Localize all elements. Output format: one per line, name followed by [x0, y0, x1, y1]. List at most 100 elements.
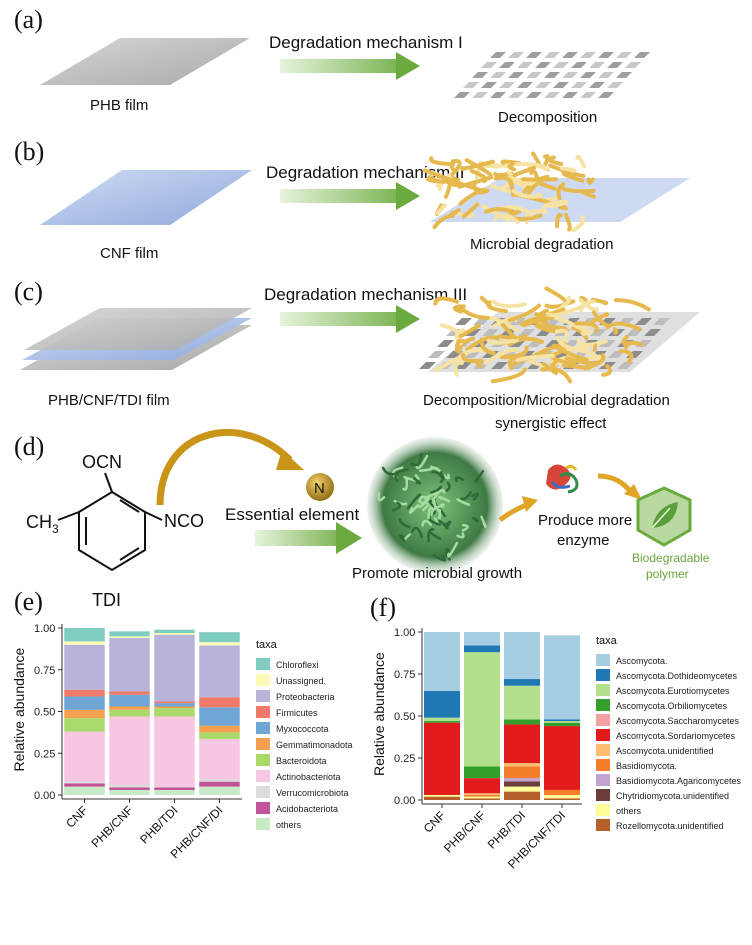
microbial-fiber [484, 207, 516, 214]
film-fragment [535, 62, 551, 68]
microbial-fiber [461, 202, 480, 219]
film-fragment [508, 52, 524, 58]
panel-a-label: (a) [14, 5, 43, 34]
enzyme-caption-line2: enzyme [557, 532, 610, 549]
film-fragment [616, 72, 632, 78]
film-fragment [472, 92, 488, 98]
bar-segment [544, 789, 580, 795]
legend-swatch [596, 714, 610, 726]
microbial-fiber [547, 155, 564, 167]
bar-segment [64, 781, 105, 784]
film-fragment [589, 62, 605, 68]
bar-segment [109, 789, 150, 795]
microbial-fiber [511, 188, 543, 199]
film-fragment [625, 62, 641, 68]
bar-segment [199, 781, 240, 787]
microbial-fiber [496, 333, 528, 340]
microbial-fiber [479, 337, 496, 356]
film-fragment [617, 362, 634, 369]
legend-label: Myxococcota [276, 724, 329, 734]
microbial-fiber [433, 296, 460, 306]
film-fragment [482, 329, 499, 336]
legend-label: Firmicutes [276, 708, 318, 718]
x-tick-label: PHB/CNF [441, 808, 488, 855]
chart-f: Relative abundance0.000.250.500.751.00CN… [371, 627, 742, 871]
bar-segment [109, 716, 150, 785]
growth-caption: Promote microbial growth [352, 565, 522, 582]
pcf-film-caption: PHB/CNF/TDI film [48, 392, 170, 409]
film-fragment [589, 82, 605, 88]
microbial-fiber [587, 312, 610, 326]
cnf-film-caption: CNF film [100, 245, 158, 262]
legend-label: Bacteroidota [276, 756, 327, 766]
bar-segment [109, 694, 150, 707]
microbe-strand [394, 468, 409, 483]
microbe-strand [454, 476, 465, 483]
film-fragment [616, 52, 632, 58]
film-fragment [526, 92, 542, 98]
legend-swatch [596, 654, 610, 666]
film-fragment [598, 72, 614, 78]
panel-f: (f) Relative abundance0.000.250.500.751.… [370, 593, 742, 871]
bar-segment [464, 652, 500, 767]
film-fragment [419, 362, 436, 369]
film-fragment [437, 340, 454, 347]
nitrogen-label: N [314, 480, 325, 497]
panel-e: (e) Relative abundance0.000.250.500.751.… [11, 587, 353, 861]
bar-segment [64, 689, 105, 697]
bar-segment [64, 641, 105, 645]
bar-segment [424, 632, 460, 691]
film-fragment [455, 362, 472, 369]
bar-segment [504, 679, 540, 686]
microbe-strand [432, 554, 447, 562]
bar-segment [464, 798, 500, 800]
bar-segment [504, 791, 540, 800]
microbial-fiber [571, 325, 589, 341]
microbial-fiber [454, 338, 468, 353]
bar-segment [154, 716, 195, 787]
arrow-b [280, 189, 418, 203]
legend-label: Ascomycota.unidentified [616, 746, 714, 756]
microbial-fiber [590, 297, 609, 306]
microbial-fiber [613, 298, 651, 312]
film-fragment [526, 72, 542, 78]
y-tick-label: 0.00 [394, 795, 415, 807]
bar-segment [154, 786, 195, 788]
film-fragment [580, 92, 596, 98]
film-fragment [463, 82, 479, 88]
microbial-fiber [486, 300, 509, 314]
legend-swatch [256, 786, 270, 798]
microbial-fiber [500, 345, 529, 360]
microbe-strand [428, 512, 442, 526]
bar-segment [464, 778, 500, 794]
legend-label: Proteobacteria [276, 692, 335, 702]
legend-label: Ascomycota.Orbiliomycetes [616, 701, 728, 711]
phb-film-shape [40, 38, 250, 85]
bar-segment [199, 645, 240, 698]
microbe-strand [480, 515, 487, 529]
film-fragment [553, 62, 569, 68]
cnf-film-shape [40, 170, 252, 225]
film-fragment [509, 318, 526, 325]
legend-swatch [596, 804, 610, 816]
bar-segment [199, 642, 240, 646]
bar-segment [504, 719, 540, 725]
microbial-fiber [612, 327, 619, 335]
bar-segment [199, 779, 240, 782]
bar-segment [464, 632, 500, 646]
film-fragment [490, 72, 506, 78]
microbial-fiber [489, 316, 519, 333]
y-tick-label: 1.00 [34, 623, 55, 635]
arrow-to-enzyme-head [522, 496, 538, 512]
microbial-fiber [465, 335, 500, 352]
microbial-fiber [575, 154, 587, 169]
microbial-fiber [501, 323, 517, 340]
film-fragment [464, 351, 481, 358]
microbial-fiber [540, 366, 573, 384]
film-fragment [490, 92, 506, 98]
microbial-fiber [449, 160, 456, 172]
film-fragment [509, 340, 526, 347]
microbe-strand [460, 491, 473, 501]
legend-label: Chytridiomycota.unidentified [616, 791, 729, 801]
microbial-fiber [521, 177, 558, 182]
